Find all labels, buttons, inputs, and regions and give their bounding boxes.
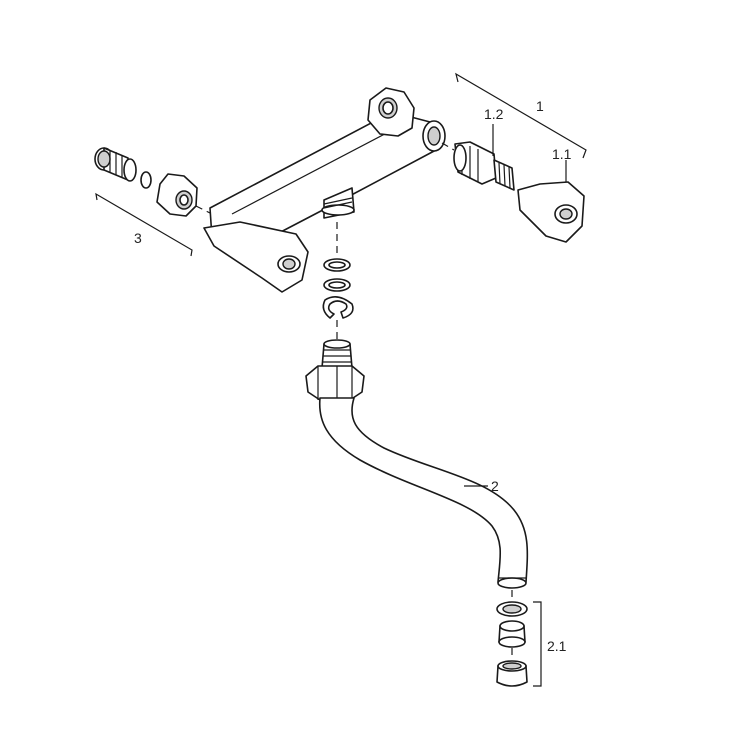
faucet-body — [203, 87, 446, 293]
label-2-1: 2.1 — [547, 638, 567, 654]
cartridge-1-2 — [453, 141, 515, 191]
bracket-aerator-2-1 — [533, 601, 542, 687]
label-1-1: 1.1 — [552, 146, 572, 162]
hex-nut-left — [156, 173, 198, 217]
bracket-assembly-1 — [455, 72, 587, 159]
bracket-connector-3 — [95, 192, 193, 257]
spout-2 — [305, 339, 529, 589]
ring-stack — [322, 258, 354, 319]
label-3: 3 — [134, 230, 142, 246]
label-1-2: 1.2 — [484, 106, 504, 122]
o-ring-left — [140, 171, 152, 189]
left-connector-group — [94, 147, 213, 217]
handle-1-1 — [517, 181, 585, 243]
left-handle — [203, 221, 309, 293]
right-boss — [367, 87, 446, 152]
label-1: 1 — [536, 98, 544, 114]
aerator-2-1 — [496, 601, 528, 687]
label-2: 2 — [491, 478, 499, 494]
threaded-stud-left — [94, 147, 137, 182]
